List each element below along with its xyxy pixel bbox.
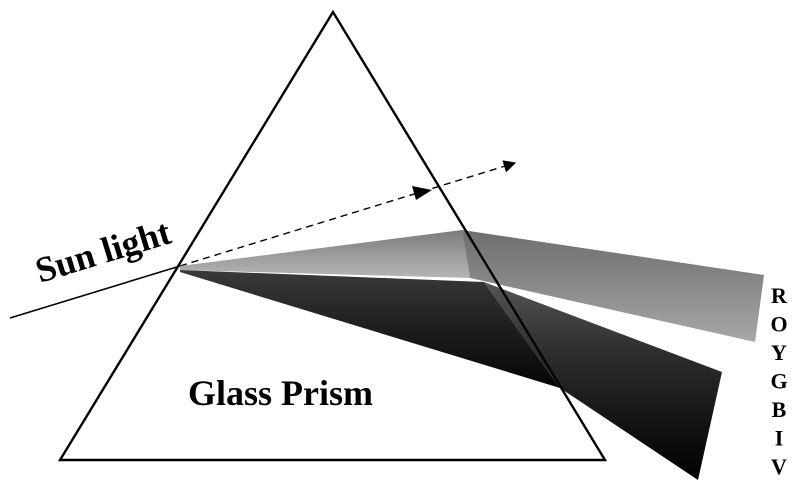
undeviated-path-dashed [179,160,517,267]
upper-band-inside [180,230,470,278]
spectrum-letter-o: O [770,312,787,337]
spectrum-letter-r: R [771,283,788,308]
glass-prism [57,9,608,462]
spectrum-letter-b: B [772,397,787,422]
lower-band-inside [180,270,560,388]
lower-band-outside [484,282,722,480]
mid-arrow-head [412,186,432,200]
spectrum-letter-y: Y [771,340,787,365]
sunlight-label: Sun light [31,212,176,291]
spectrum-letter-g: G [770,369,787,394]
spectrum-letter-v: V [771,454,787,479]
sunlight-ray [9,265,181,319]
upper-band-outside [462,230,764,342]
prism-label: Glass Prism [188,373,373,413]
spectrum-letter-i: I [775,426,784,451]
